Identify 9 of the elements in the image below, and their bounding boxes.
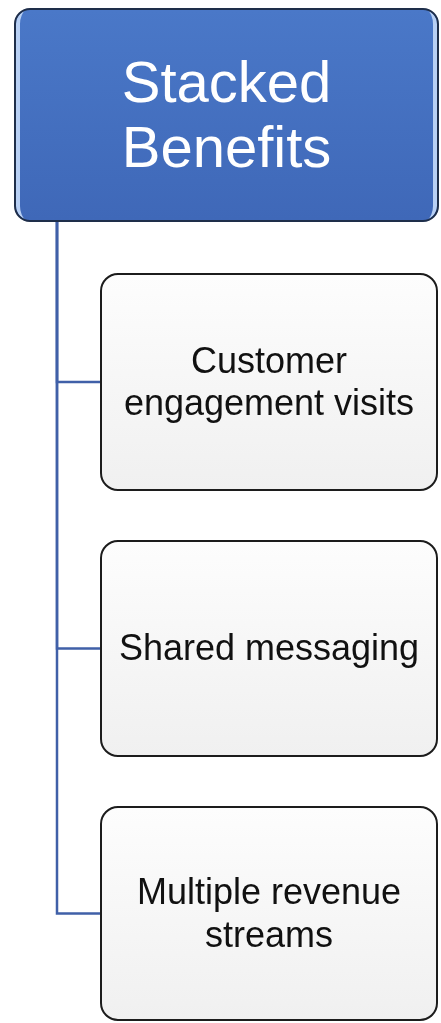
benefit-text: Multiple revenue streams <box>135 871 403 956</box>
benefit-box <box>100 540 438 757</box>
title-box <box>14 8 439 222</box>
title-text: Stacked Benefits <box>120 50 333 180</box>
benefit-text: Shared messaging <box>118 627 420 670</box>
connector-line <box>55 222 100 915</box>
benefit-box <box>100 806 438 1021</box>
benefit-text: Customer engagement visits <box>122 339 416 425</box>
benefit-box <box>100 273 438 491</box>
